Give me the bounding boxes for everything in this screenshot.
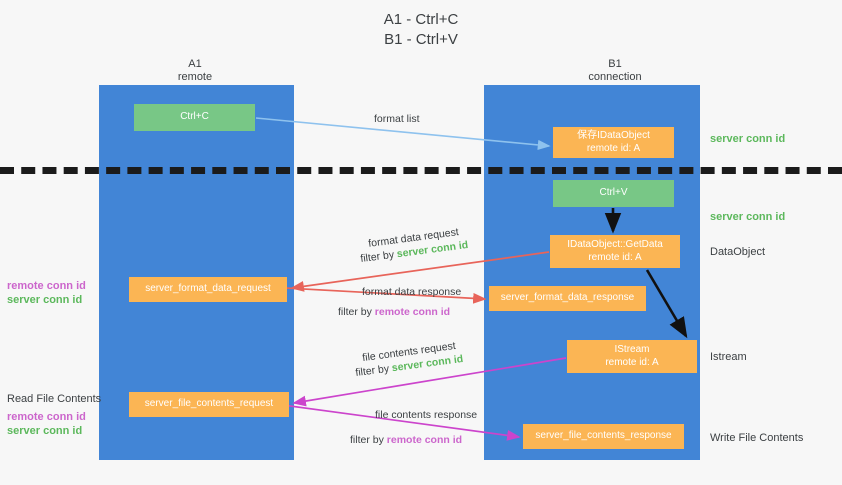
annotation-left-conn-ids-2: remote conn id server conn id <box>7 410 99 438</box>
box-server-file-contents-response[interactable]: server_file_contents_response <box>523 424 684 449</box>
annotation-server-conn-id-top: server conn id <box>710 133 786 145</box>
edge-label-file-contents-response: file contents response <box>375 409 478 421</box>
lane-header-b1-sub: connection <box>588 71 642 83</box>
filter-remote-conn-id-2: remote conn id <box>386 434 463 446</box>
edge-label-format-list: format list <box>374 113 420 125</box>
phase-divider <box>0 167 842 174</box>
box-server-format-data-request[interactable]: server_format_data_request <box>129 277 287 302</box>
box-getdata-line1: IDataObject::GetData <box>567 239 663 250</box>
box-istream[interactable]: IStream remote id: A <box>567 340 697 373</box>
box-save-idataobject-line1: 保存IDataObject <box>577 130 650 141</box>
filter-by-text-4: filter by <box>350 434 387 446</box>
box-server-file-contents-request[interactable]: server_file_contents_request <box>129 392 289 417</box>
annotation-write-file-contents: Write File Contents <box>710 432 804 444</box>
box-ctrl-v-label: Ctrl+V <box>599 187 628 199</box>
annotation-read-file-contents: Read File Contents <box>7 393 102 405</box>
box-server-format-data-response[interactable]: server_format_data_response <box>489 286 646 311</box>
box-ctrl-v[interactable]: Ctrl+V <box>553 180 674 207</box>
annotation-left-conn-ids-1: remote conn id server conn id <box>7 279 99 307</box>
annotation-remote-conn-id-2: remote conn id <box>7 411 86 423</box>
annotation-server-conn-id-2: server conn id <box>7 425 83 437</box>
edge-label-format-data-response-filter: filter by remote conn id <box>338 305 450 319</box>
box-istream-line1: IStream <box>614 344 650 355</box>
box-server-file-contents-response-label: server_file_contents_response <box>535 430 672 442</box>
edge-label-format-data-response: format data response <box>362 286 462 298</box>
lane-header-b1: B1 connection <box>530 58 700 84</box>
box-save-idataobject[interactable]: 保存IDataObject remote id: A <box>553 127 674 158</box>
lane-header-a1-name: A1 <box>188 58 202 70</box>
page-title: A1 - Ctrl+C B1 - Ctrl+V <box>0 10 842 50</box>
annotation-remote-conn-id-1: remote conn id <box>7 280 86 292</box>
box-idataobject-getdata[interactable]: IDataObject::GetData remote id: A <box>550 235 680 268</box>
annotation-istream: Istream <box>710 351 747 363</box>
annotation-server-conn-id-1: server conn id <box>7 294 83 306</box>
filter-by-text-2: filter by <box>338 306 375 318</box>
title-line-2: B1 - Ctrl+V <box>384 31 458 48</box>
filter-by-text-3: filter by <box>354 362 393 380</box>
lane-header-a1-sub: remote <box>177 71 213 83</box>
box-server-file-contents-request-label: server_file_contents_request <box>144 398 274 410</box>
edge-label-file-contents-response-filter: filter by remote conn id <box>350 433 462 447</box>
box-server-format-data-request-label: server_format_data_request <box>145 283 271 295</box>
lane-header-b1-name: B1 <box>608 58 622 70</box>
box-server-format-data-response-label: server_format_data_response <box>500 292 635 304</box>
box-getdata-line2: remote id: A <box>588 251 642 263</box>
annotation-server-conn-id-mid: server conn id <box>710 211 786 223</box>
lane-header-a1: A1 remote <box>120 58 270 84</box>
filter-by-text-1: filter by <box>359 248 398 266</box>
annotation-data-object: DataObject <box>710 246 766 258</box>
filter-remote-conn-id-1: remote conn id <box>374 306 451 318</box>
box-save-idataobject-line2: remote id: A <box>586 142 641 154</box>
box-ctrl-c-label: Ctrl+C <box>180 111 209 123</box>
box-istream-line2: remote id: A <box>605 356 659 368</box>
title-line-1: A1 - Ctrl+C <box>383 11 459 28</box>
box-ctrl-c[interactable]: Ctrl+C <box>134 104 255 131</box>
